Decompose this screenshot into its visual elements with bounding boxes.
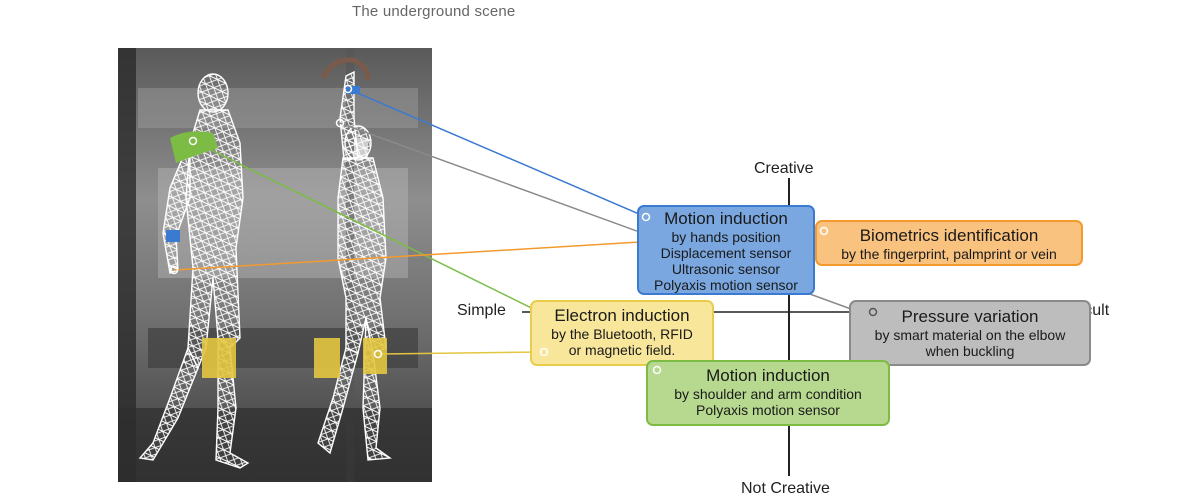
dot-blue-photo	[343, 84, 353, 94]
box-biometrics-identification: Biometrics identification by the fingerp…	[815, 220, 1083, 266]
box-line: or magnetic field.	[568, 341, 676, 358]
box-heading: Motion induction	[664, 209, 788, 228]
box-line: Polyaxis motion sensor	[654, 276, 798, 293]
box-line: by smart material on the elbow	[874, 326, 1066, 343]
box-line: Ultrasonic sensor	[671, 260, 781, 277]
dot-green-photo	[188, 136, 198, 146]
box-line: by the Bluetooth, RFID	[551, 325, 693, 342]
box-line: by hands position	[671, 228, 781, 245]
axis-label-simple: Simple	[457, 302, 506, 319]
box-electron-induction: Electron induction by the Bluetooth, RFI…	[530, 300, 714, 366]
axis-label-creative: Creative	[754, 160, 814, 177]
axis-label-not-creative: Not Creative	[741, 480, 830, 497]
box-line: by shoulder and arm condition	[674, 385, 862, 402]
box-line: when buckling	[925, 342, 1015, 359]
dot-gray-photo	[335, 118, 345, 128]
box-motion-induction-shoulder: Motion induction by shoulder and arm con…	[646, 360, 890, 426]
box-line: Displacement sensor	[660, 244, 792, 261]
box-heading: Biometrics identification	[859, 226, 1039, 245]
diagram-title: The underground scene	[352, 3, 516, 20]
dot-orange-photo	[169, 265, 179, 275]
dot-yellow-photo	[373, 349, 383, 359]
box-line: Polyaxis motion sensor	[696, 401, 840, 418]
connector-blue	[347, 88, 647, 218]
box-heading: Motion induction	[706, 366, 830, 385]
box-line: by the fingerprint, palmprint or vein	[841, 245, 1057, 262]
subway-wireframe-photo	[118, 48, 432, 482]
box-motion-induction-hands: Motion induction by hands position Displ…	[637, 205, 815, 295]
box-heading: Electron induction	[554, 306, 690, 325]
connector-yellow	[377, 351, 545, 355]
box-heading: Pressure variation	[901, 307, 1039, 326]
box-pressure-variation: Pressure variation by smart material on …	[849, 300, 1091, 366]
